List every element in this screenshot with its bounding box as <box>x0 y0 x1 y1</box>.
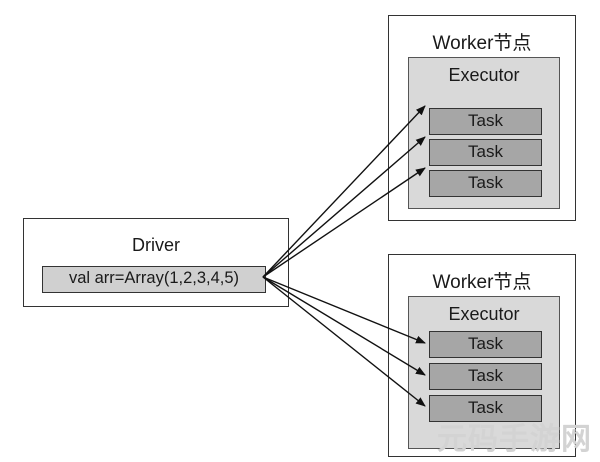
executor-title: Executor <box>448 65 520 85</box>
arrow <box>262 167 426 278</box>
driver-title: Driver <box>132 235 180 255</box>
arrow <box>262 136 426 278</box>
worker-node-title: Worker节点 <box>432 272 532 293</box>
task-box: Task <box>429 170 542 197</box>
worker-node-1: Worker节点 Executor Task Task Task <box>388 15 576 221</box>
arrow <box>262 105 426 278</box>
driver-box: Driver val arr=Array(1,2,3,4,5) <box>23 218 289 307</box>
executor-title: Executor <box>448 304 520 324</box>
arrow <box>262 276 426 344</box>
site-watermark: 元码手游网 <box>437 422 592 457</box>
arrow <box>262 276 426 407</box>
executor-box: Executor Task Task Task <box>408 296 560 449</box>
worker-node-title: Worker节点 <box>432 33 532 54</box>
executor-box: Executor Task Task Task <box>408 57 560 209</box>
task-box: Task <box>429 363 542 390</box>
task-box: Task <box>429 331 542 358</box>
task-box: Task <box>429 108 542 135</box>
code-box: val arr=Array(1,2,3,4,5) <box>42 266 266 293</box>
task-box: Task <box>429 395 542 422</box>
worker-node-2: Worker节点 Executor Task Task Task <box>388 254 576 457</box>
arrow <box>262 276 426 376</box>
task-box: Task <box>429 139 542 166</box>
